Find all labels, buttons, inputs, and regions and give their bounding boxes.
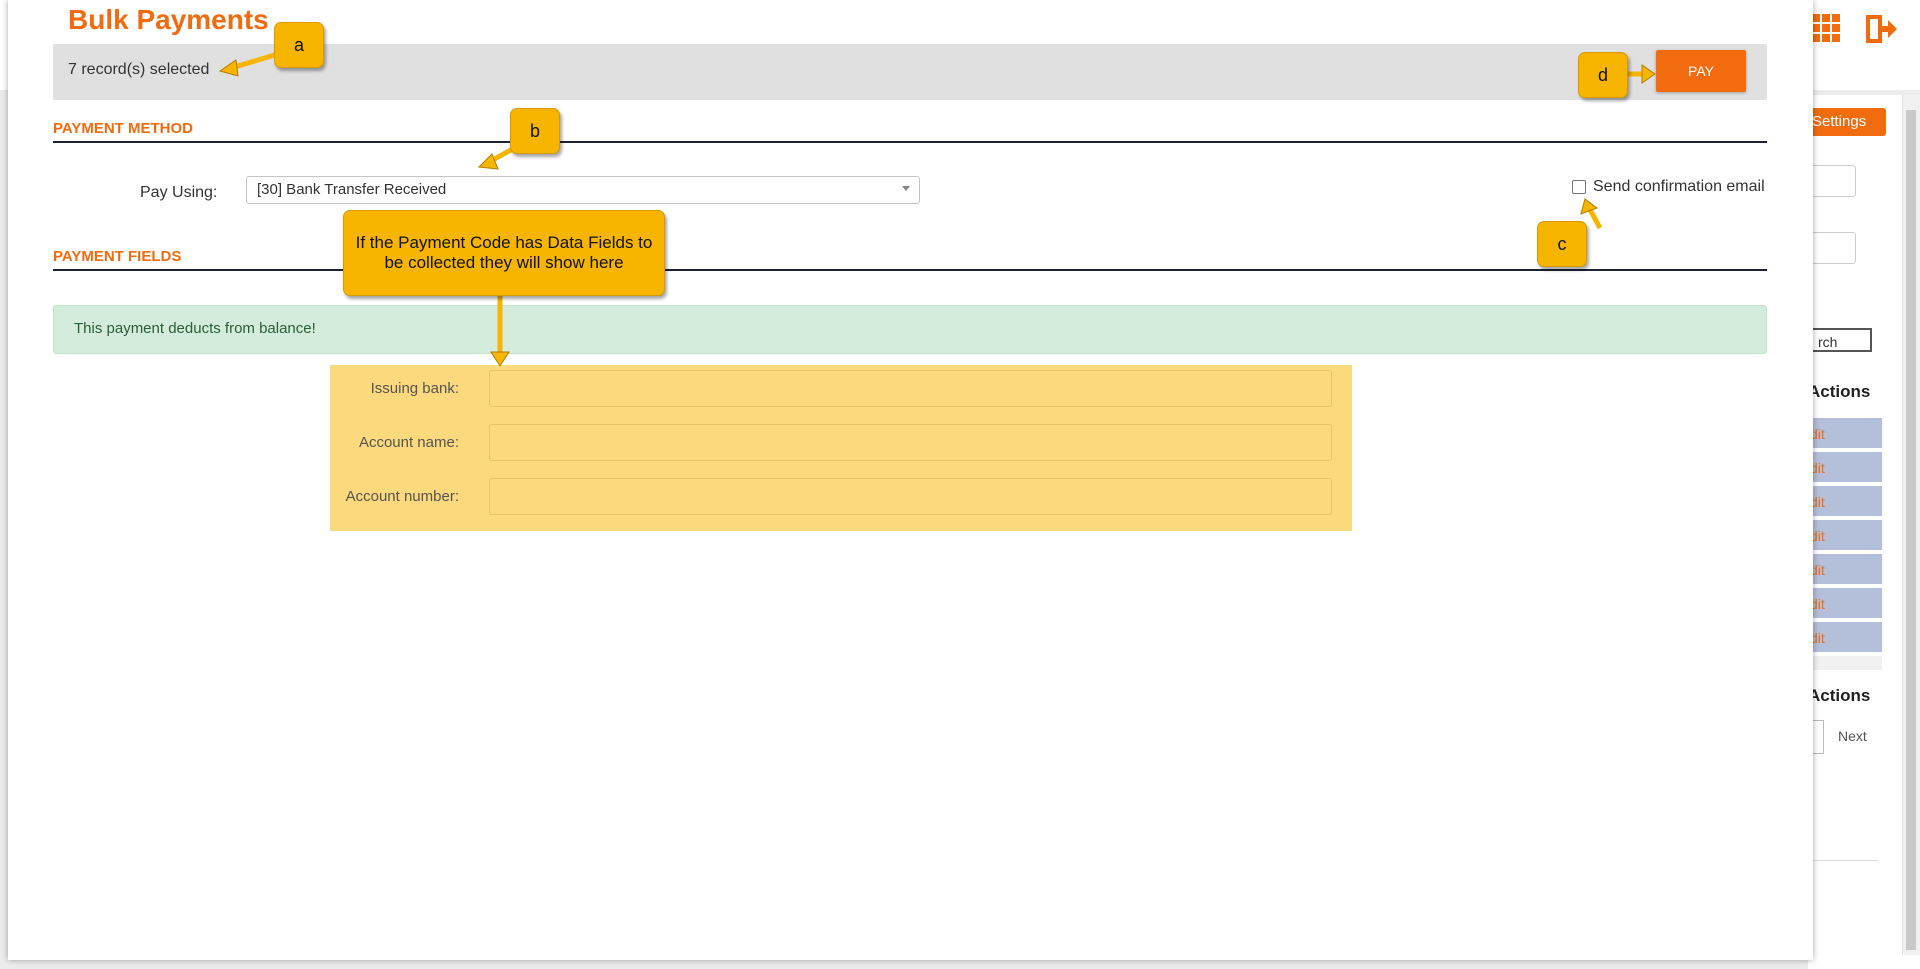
- logout-icon[interactable]: [1864, 12, 1898, 46]
- payment-method-heading: PAYMENT METHOD: [53, 120, 194, 137]
- background-left-strip: [0, 90, 8, 969]
- issuing-bank-label: Issuing bank:: [370, 380, 459, 397]
- issuing-bank-input[interactable]: [489, 370, 1332, 407]
- account-name-input[interactable]: [489, 424, 1332, 461]
- send-confirmation-label[interactable]: Send confirmation email: [1593, 178, 1765, 195]
- callout-b: b: [510, 108, 560, 154]
- page-scrollbar-thumb[interactable]: [1906, 110, 1916, 950]
- background-actions-heading-2: Actions: [1808, 686, 1871, 705]
- account-name-label: Account name:: [358, 434, 459, 451]
- chevron-down-icon[interactable]: [902, 186, 910, 191]
- pay-using-label: Pay Using:: [140, 184, 218, 201]
- callout-a: a: [274, 22, 324, 68]
- balance-alert: [53, 305, 1767, 354]
- background-divider: [1808, 860, 1878, 861]
- apps-grid-icon[interactable]: [1812, 14, 1840, 42]
- balance-alert-text: This payment deducts from balance!: [74, 320, 316, 337]
- background-next-link[interactable]: Next: [1838, 728, 1867, 744]
- pay-using-select[interactable]: [30] Bank Transfer Received: [246, 176, 920, 204]
- payment-fields-heading: PAYMENT FIELDS: [53, 248, 182, 265]
- background-actions-heading: Actions: [1808, 382, 1871, 401]
- account-number-input[interactable]: [489, 478, 1332, 515]
- send-confirmation-checkbox[interactable]: [1572, 180, 1586, 194]
- selected-count: 7 record(s) selected: [68, 61, 210, 78]
- section-divider: [53, 269, 1767, 271]
- selection-bar: [53, 44, 1767, 100]
- account-number-label: Account number:: [345, 488, 459, 505]
- callout-c: c: [1537, 221, 1587, 267]
- callout-note: If the Payment Code has Data Fields to b…: [343, 210, 665, 296]
- page-title: Bulk Payments: [68, 4, 269, 35]
- pay-button[interactable]: PAY: [1656, 50, 1746, 92]
- callout-d: d: [1578, 52, 1628, 98]
- section-divider: [53, 141, 1767, 143]
